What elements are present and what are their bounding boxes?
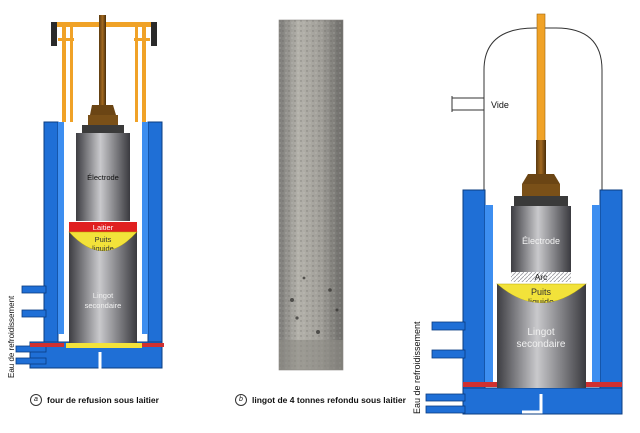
esr-furnace-diagram: Électrode Laitier Puits liquide Lingot s…	[7, 15, 164, 378]
caption-b: b lingot de 4 tonnes refondu sous laitier	[235, 394, 406, 406]
var-furnace-diagram: Vide Électrode Arc Puits liquide	[412, 13, 623, 415]
ingot-label-2: secondaire	[85, 301, 122, 310]
cooling-water-pipes	[15, 285, 47, 365]
electrode-clamp	[90, 105, 116, 115]
secondary-ingot	[497, 284, 586, 388]
slag-layer	[69, 222, 137, 232]
vacuum-label: Vide	[491, 100, 509, 110]
water-jacket	[462, 189, 623, 415]
liquid-pool-label-2: liquide	[528, 297, 554, 307]
cooling-water-pipes	[425, 321, 466, 414]
liquid-pool-label-2: liquide	[92, 244, 114, 253]
caption-a-badge: a	[30, 394, 42, 406]
secondary-ingot	[69, 232, 137, 343]
vacuum-port	[451, 96, 484, 112]
caption-b-badge: b	[235, 394, 247, 406]
red-cooling-pipes	[463, 382, 622, 414]
caption-a-text: four de refusion sous laitier	[47, 395, 159, 405]
electrode-label: Électrode	[522, 236, 560, 246]
electrode	[76, 133, 130, 221]
arc-label: Arc	[535, 272, 549, 282]
electrode-rod	[99, 15, 106, 105]
slag-label: Laitier	[93, 223, 114, 232]
cooling-water-label: Eau de refroidissement	[412, 321, 422, 414]
liquid-pool-label-1: Puits	[531, 287, 552, 297]
base-plate	[66, 343, 142, 348]
liquid-pool-label-1: Puits	[95, 235, 112, 244]
arc-zone	[511, 272, 571, 282]
electrode	[511, 206, 571, 272]
red-cooling-pipes	[30, 343, 164, 372]
ingot-photo	[270, 18, 350, 373]
ingot-label-2: secondaire	[517, 339, 566, 350]
electrode-clamp	[522, 174, 560, 184]
vacuum-dome	[483, 27, 603, 192]
caption-b-text: lingot de 4 tonnes refondu sous laitier	[252, 395, 406, 405]
caption-a: a four de refusion sous laitier	[30, 394, 159, 406]
ingot-label-1: Lingot	[93, 291, 114, 300]
electrode-label: Électrode	[87, 173, 119, 182]
cooling-water-label: Eau de refroidissement	[7, 295, 16, 378]
ingot-label-1: Lingot	[527, 327, 554, 338]
